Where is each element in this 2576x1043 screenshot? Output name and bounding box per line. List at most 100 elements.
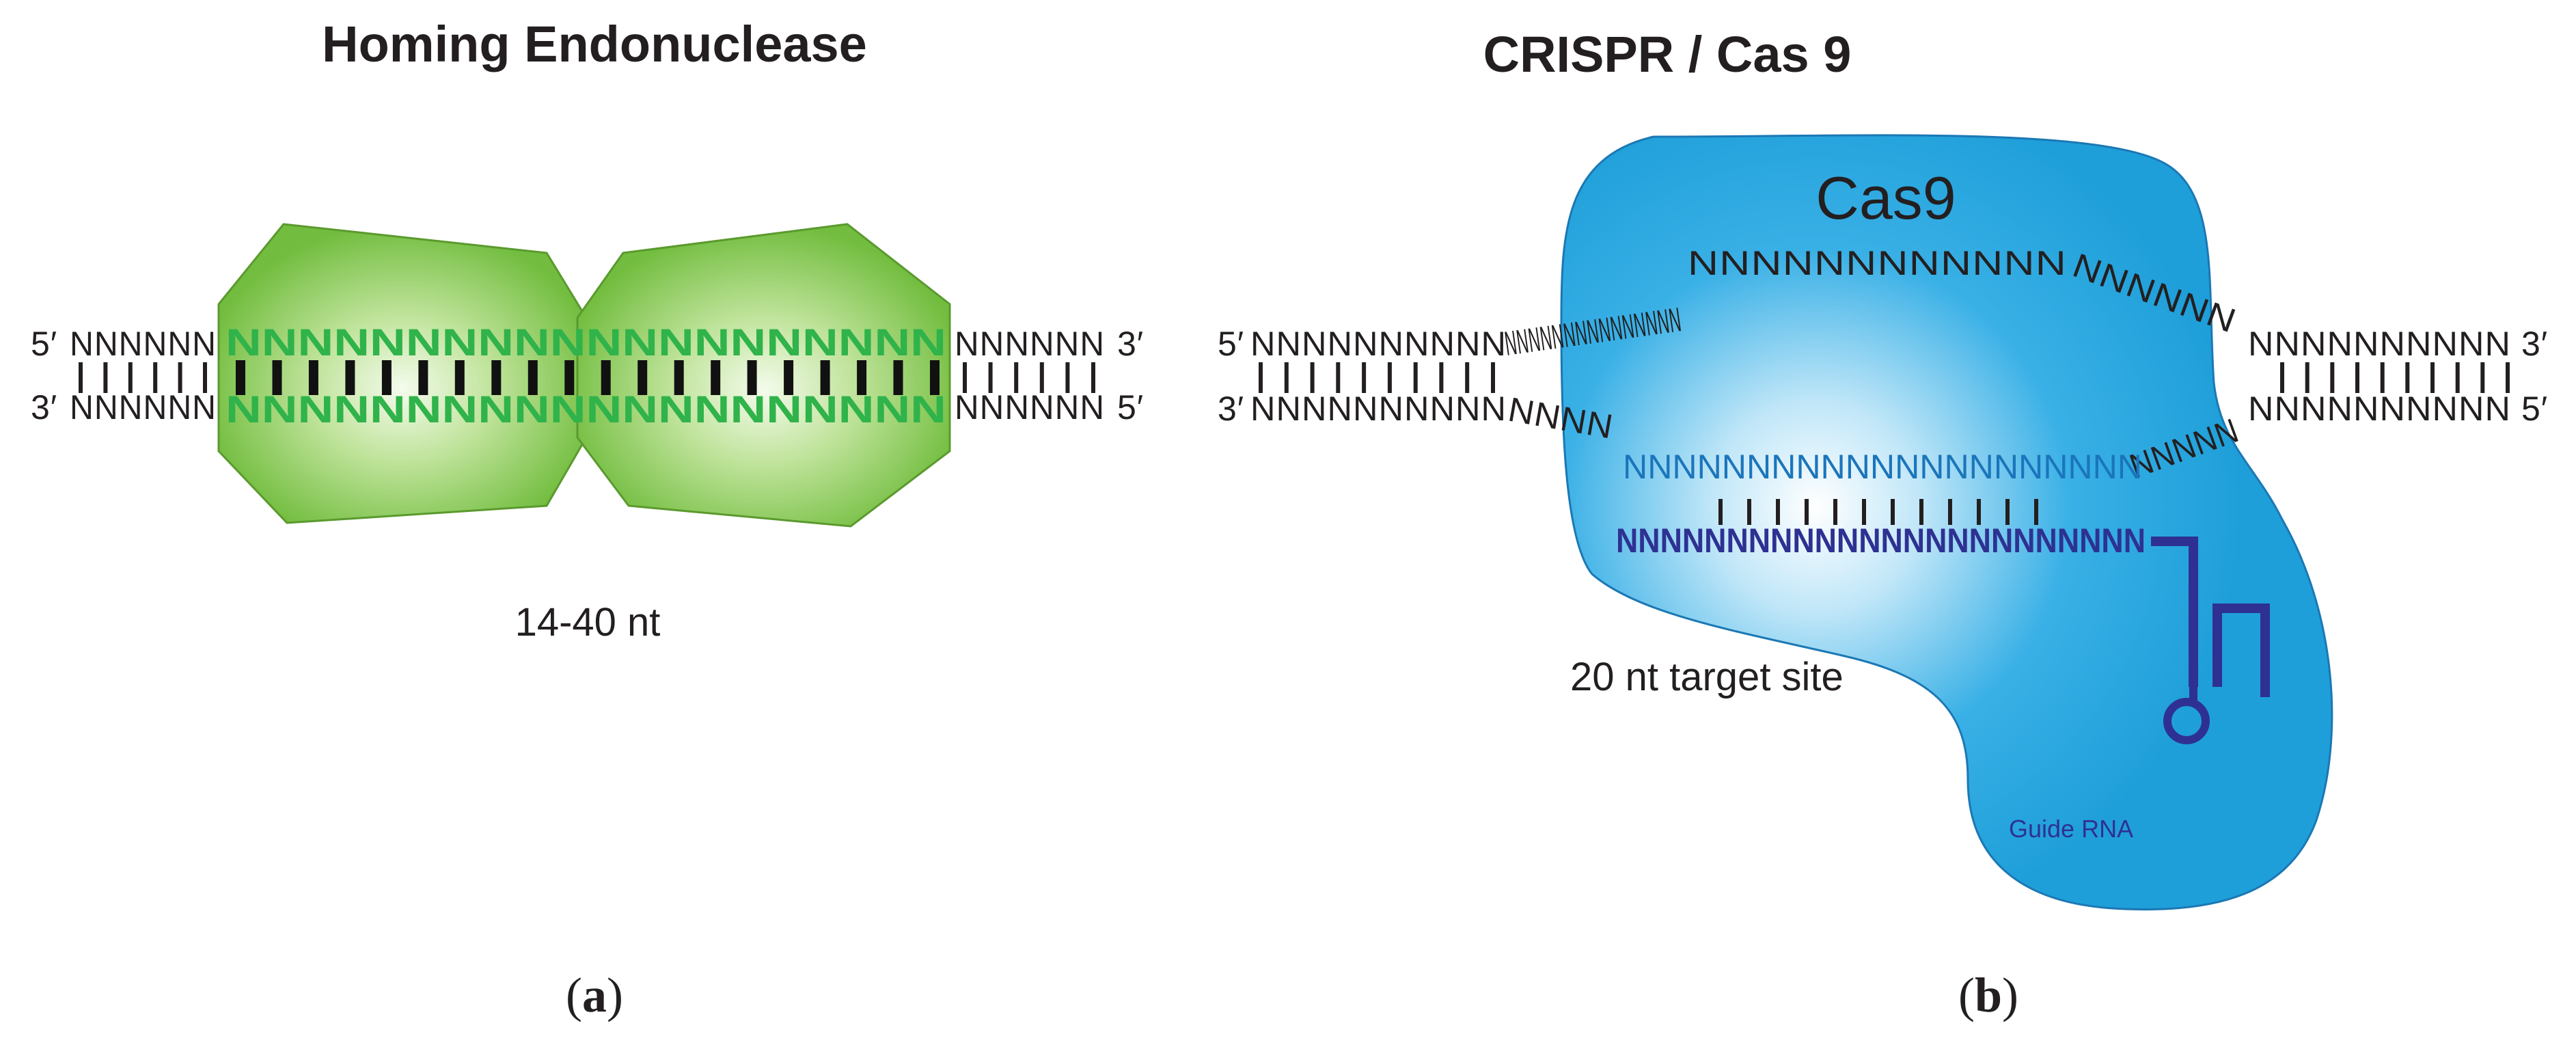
base-pair-tick [1948, 499, 1952, 525]
target-site-label: 20 nt target site [1570, 655, 1844, 699]
base-pair-tick [1091, 362, 1095, 393]
panel-a-base-pairs-right [963, 362, 1095, 393]
base-pair-tick [1891, 499, 1895, 525]
panel-a-flank-left-bottom: NNNNNN [70, 388, 217, 426]
base-pair-tick [2005, 499, 2010, 525]
base-pair-tick [1259, 362, 1263, 393]
base-pair-tick [1336, 362, 1341, 393]
panel-b-top-right-end: 3′ [2521, 325, 2548, 363]
panel-a-caption-open: ( [566, 968, 582, 1022]
base-pair-tick [893, 360, 903, 395]
panel-a-core-top: NNNNNNNNNNNNNNNNNNNN [225, 321, 946, 364]
panel-b-caption-letter: b [1975, 968, 2002, 1022]
guide-rna-loop [2163, 698, 2210, 744]
endonuclease-left-domain [217, 223, 588, 524]
base-pair-tick [988, 362, 993, 393]
panel-a-top-left-end: 5′ [31, 325, 57, 363]
base-pair-tick [820, 360, 830, 395]
base-pair-tick [2455, 362, 2460, 393]
base-pair-tick [178, 362, 182, 393]
base-pair-tick [153, 362, 158, 393]
base-pair-tick [747, 360, 757, 395]
base-pair-tick [2305, 362, 2310, 393]
panel-a-flank-left-top: NNNNNN [70, 325, 217, 363]
panel-a-bottom-left-end: 3′ [31, 388, 57, 426]
panel-b: CRISPR / Cas 9 Cas9 5′ 3′ 3′ 5′ NNNNNNNN… [1218, 26, 2548, 1022]
base-pair-tick [103, 362, 108, 393]
panel-b-base-pairs-left [1259, 362, 1495, 393]
panel-b-bottom-left-end: 3′ [1218, 390, 1244, 428]
panel-b-unwound-top-middle: NNNNNNNNNNNN [1688, 244, 2067, 282]
base-pair-tick [1977, 499, 1981, 525]
base-pair-tick [381, 360, 392, 395]
base-pair-tick [1284, 362, 1289, 393]
base-pair-tick [1862, 499, 1866, 525]
cas9-label: Cas9 [1815, 164, 1956, 232]
panel-b-base-pairs-target [1718, 499, 2038, 525]
base-pair-tick [2034, 499, 2038, 525]
base-pair-tick [1362, 362, 1367, 393]
panel-b-target-strand: NNNNNNNNNNNNNNNNNNNNN [1623, 448, 2142, 486]
panel-a-caption-letter: a [582, 968, 607, 1022]
panel-a-caption-close: ) [607, 968, 623, 1022]
base-pair-tick [1465, 362, 1470, 393]
base-pair-tick [1413, 362, 1418, 393]
base-pair-tick [784, 360, 794, 395]
base-pair-tick [2380, 362, 2385, 393]
base-pair-tick [1039, 362, 1044, 393]
base-pair-tick [564, 360, 575, 395]
base-pair-tick [857, 360, 867, 395]
base-pair-tick [203, 362, 207, 393]
base-pair-tick [2506, 362, 2510, 393]
panel-a-base-pairs-left [79, 362, 207, 393]
panel-b-caption: (b) [1958, 968, 2018, 1022]
base-pair-tick [1310, 362, 1315, 393]
base-pair-tick [1776, 499, 1780, 525]
panel-a-title: Homing Endonuclease [322, 16, 867, 72]
base-pair-tick [418, 360, 428, 395]
base-pair-tick [345, 360, 355, 395]
base-pair-tick [128, 362, 133, 393]
base-pair-tick [1718, 499, 1723, 525]
panel-b-guide-strand: NNNNNNNNNNNNNNNNNNNNNNNN [1616, 522, 2146, 560]
base-pair-tick [2355, 362, 2359, 393]
base-pair-tick [1387, 362, 1392, 393]
panel-b-flank-right-bottom: NNNNNNNNNN [2248, 390, 2511, 428]
base-pair-tick [2405, 362, 2410, 393]
base-pair-tick [674, 360, 684, 395]
base-pair-tick [1439, 362, 1444, 393]
panel-b-bottom-right-end: 5′ [2521, 390, 2548, 428]
base-pair-tick [308, 360, 318, 395]
panel-b-caption-open: ( [1958, 968, 1975, 1022]
base-pair-tick [1065, 362, 1070, 393]
panel-b-base-pairs-right [2280, 362, 2510, 393]
panel-b-flank-left-bottom: NNNNNNNNNN [1250, 390, 1507, 428]
guide-rna-label: Guide RNA [2009, 815, 2133, 843]
base-pair-tick [491, 360, 502, 395]
base-pair-tick [711, 360, 721, 395]
panel-b-flank-left-top: NNNNNNNNNN [1250, 325, 1507, 363]
base-pair-tick [527, 360, 538, 395]
panel-b-top-left-end: 5′ [1218, 325, 1244, 363]
base-pair-tick [638, 360, 648, 395]
base-pair-tick [1805, 499, 1809, 525]
base-pair-tick [2330, 362, 2335, 393]
panel-b-flank-right-top: NNNNNNNNNN [2248, 325, 2511, 363]
base-pair-tick [1491, 362, 1495, 393]
base-pair-tick [272, 360, 282, 395]
panel-a-bottom-right-end: 5′ [1117, 388, 1144, 426]
panel-a-top-right-end: 3′ [1117, 325, 1144, 363]
base-pair-tick [1919, 499, 1923, 525]
base-pair-tick [1747, 499, 1751, 525]
base-pair-tick [963, 362, 967, 393]
base-pair-tick [236, 360, 245, 395]
panel-a-flank-right-bottom: NNNNNN [955, 388, 1105, 426]
panel-a-flank-right-top: NNNNNN [955, 325, 1105, 363]
cas9-protein [1560, 134, 2333, 911]
endonuclease-right-domain [576, 223, 951, 528]
panel-a: Homing Endonuclease 5′ 3′ 3′ 5′ NNNNNN N… [31, 16, 1144, 1022]
base-pair-tick [2430, 362, 2435, 393]
base-pair-tick [2280, 362, 2284, 393]
base-pair-tick [1833, 499, 1837, 525]
